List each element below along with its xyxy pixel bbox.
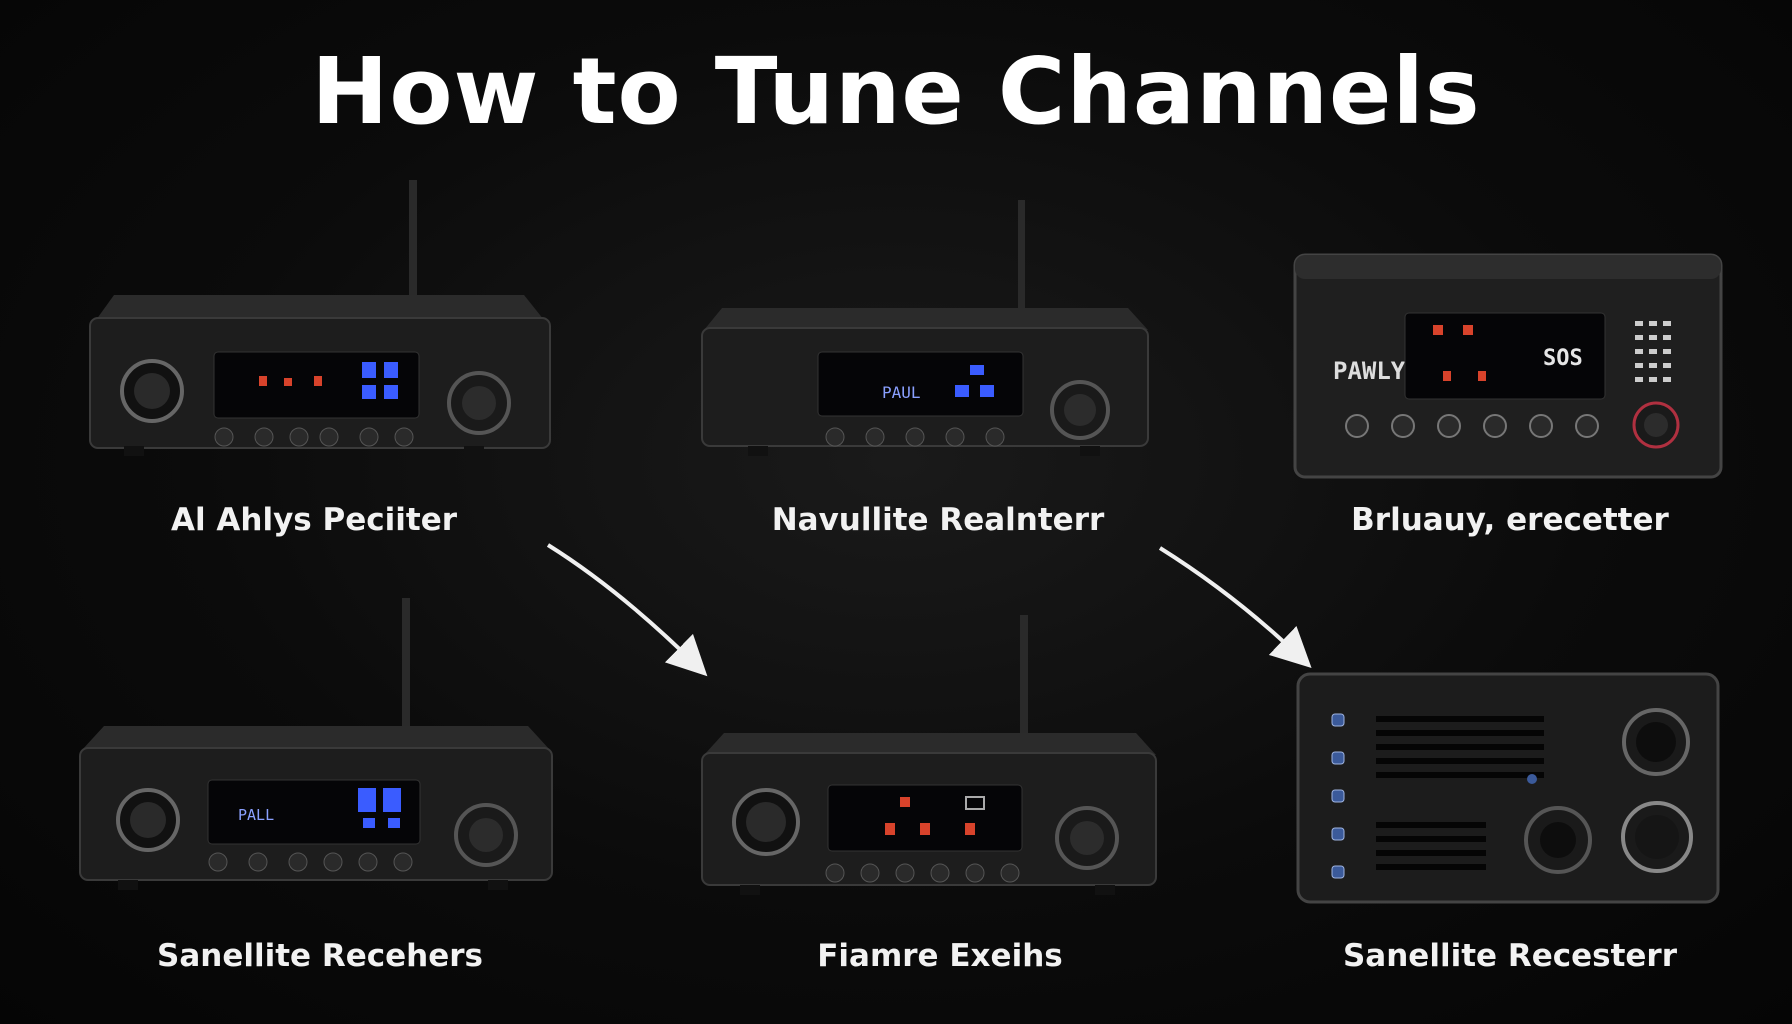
speaker-receiver-icon: [1296, 672, 1720, 904]
arrow-1: [546, 543, 708, 677]
receiver-with-antenna-icon: [89, 180, 551, 456]
receiver-with-antenna-icon: PAUL: [701, 200, 1149, 456]
device-label-6: Sanellite Recesterr: [1342, 938, 1678, 974]
device-2-display-text: PAUL: [882, 383, 921, 402]
device-label-1: Al Ahlys Peciiter: [170, 502, 458, 538]
device-label-2: Navullite Realnterr: [771, 502, 1105, 538]
page-title: How to Tune Channels: [311, 38, 1481, 145]
receiver-with-antenna-icon: PALL: [79, 598, 553, 890]
device-3-display-text: SOS: [1543, 346, 1583, 371]
device-3-brand-text: PAWLY: [1333, 357, 1406, 385]
arrow-2: [1158, 546, 1312, 669]
receiver-with-antenna-icon: [701, 615, 1157, 895]
device-label-3: Brluauy, erecetter: [1351, 502, 1669, 538]
device-4-display-text: PALL: [238, 806, 274, 824]
receiver-box-icon: PAWLY SOS: [1293, 253, 1723, 479]
device-label-5: Fiamre Exeihs: [817, 938, 1063, 974]
device-label-4: Sanellite Recehers: [157, 938, 483, 974]
